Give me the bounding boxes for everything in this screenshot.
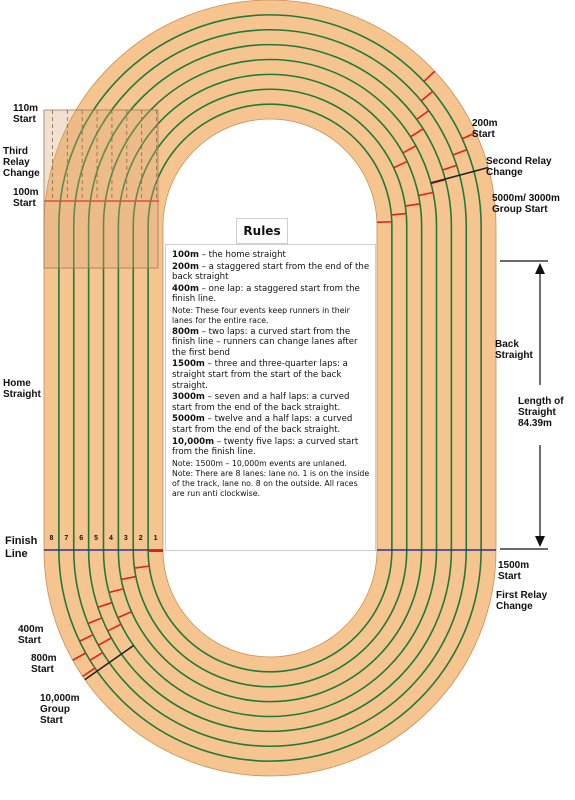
- rule-item: 10,000m – twenty five laps: a curved sta…: [172, 437, 371, 458]
- stagger-mark-relay: [423, 70, 436, 83]
- stagger-mark-relay: [420, 90, 434, 102]
- lane-number: 2: [138, 535, 143, 542]
- stagger-mark-800m: [89, 651, 104, 661]
- rule-text: – one lap: a staggered start from the fi…: [172, 283, 360, 305]
- rule-event: 100m: [172, 250, 199, 260]
- stagger-mark-800m: [107, 623, 122, 632]
- stagger-mark-relay: [402, 145, 417, 154]
- arrow-head-up: [535, 263, 545, 274]
- stagger-mark-relay: [393, 160, 408, 169]
- label-5000-3000-group-start: 5000m/ 3000m Group Start: [492, 193, 560, 215]
- lane-number: 6: [79, 535, 84, 542]
- rule-item: 3000m – seven and a half laps: a curved …: [172, 392, 371, 413]
- label-110m-start: 110m Start: [13, 103, 39, 125]
- rule-note: Note: These four events keep runners in …: [172, 305, 350, 325]
- straight-length-arrow: [500, 260, 548, 550]
- stagger-mark-relay: [410, 128, 424, 138]
- rule-item: 1500m – three and three-quarter laps: a …: [172, 359, 371, 391]
- rule-item: 200m – a staggered start from the end of…: [172, 262, 371, 283]
- label-1500m-start: 1500m Start: [498, 560, 530, 582]
- label-third-relay-change: Third Relay Change: [3, 146, 40, 179]
- rule-note: Note: There are 8 lanes: lane no. 1 is o…: [172, 469, 370, 499]
- rule-text: – two laps: a curved start from the fini…: [172, 326, 358, 358]
- stagger-mark-200m: [391, 212, 407, 216]
- label-length-of-straight: Length of Straight 84.39m: [518, 396, 564, 429]
- rule-event: 1500m: [172, 359, 205, 370]
- group-start-5000-3000: [430, 166, 489, 184]
- stagger-mark-200m: [442, 164, 457, 171]
- stagger-mark-200m: [461, 131, 477, 140]
- rule-text: – the home straight: [198, 250, 286, 260]
- stagger-mark-200m: [376, 220, 392, 224]
- rule-item: 400m – one lap: a staggered start from t…: [172, 284, 371, 305]
- start-area-shade: [43, 109, 159, 269]
- rule-text: – seven and a half laps: a curved start …: [172, 392, 350, 413]
- label-first-relay-change: First Relay Change: [496, 590, 548, 612]
- stagger-mark-400m: [121, 575, 137, 581]
- lane-number: 8: [49, 535, 54, 542]
- lane-number: 5: [94, 535, 99, 542]
- stagger-mark-800m: [82, 667, 96, 678]
- rule-event: 200m: [172, 261, 199, 272]
- label-second-relay-change: Second Relay Change: [486, 156, 552, 178]
- stagger-mark-400m: [72, 652, 87, 661]
- lane-number: 1: [153, 535, 158, 542]
- rule-text: – twelve and a half laps: a curved start…: [172, 414, 353, 435]
- rule-item: 100m – the home straight: [172, 250, 371, 261]
- stagger-mark-800m: [97, 637, 112, 646]
- rule-event: 400m: [172, 283, 199, 294]
- start-area-box: [43, 109, 159, 269]
- stagger-mark-400m: [87, 617, 103, 625]
- label-back-straight: Back Straight: [495, 339, 533, 361]
- stagger-mark-relay: [416, 109, 430, 121]
- label-100m-start: 100m Start: [13, 187, 39, 209]
- lane-number: 3: [123, 535, 128, 542]
- stagger-mark-400m: [134, 565, 150, 569]
- rule-event: 800m: [172, 326, 199, 337]
- rule-note: Note: 1500m – 10,000m events are unlaned…: [172, 458, 348, 468]
- rule-text: – three and three-quarter laps: a straig…: [172, 359, 348, 391]
- label-10000m-group-start: 10,000m Group Start: [40, 693, 80, 726]
- label-400m-start: 400m Start: [18, 624, 44, 646]
- stagger-mark-200m: [418, 191, 434, 197]
- rule-event: 10,000m: [172, 436, 215, 447]
- rules-title: Rules: [236, 218, 288, 244]
- lane-number: 4: [108, 535, 113, 542]
- arrow-head-down: [535, 536, 545, 547]
- stagger-mark-200m: [405, 203, 421, 207]
- rule-text: – a staggered start from the end of the …: [172, 261, 370, 283]
- start-marks: [44, 70, 496, 681]
- rule-event: 3000m: [172, 392, 205, 403]
- rule-item: 5000m – twelve and a half laps: a curved…: [172, 414, 371, 435]
- label-800m-start: 800m Start: [31, 653, 57, 675]
- rule-text: – twenty five laps: a curved start from …: [172, 436, 359, 458]
- label-200m-start: 200m Start: [472, 118, 498, 140]
- stagger-mark-400m: [97, 601, 113, 609]
- label-finish-line: Finish Line: [5, 535, 38, 560]
- rule-item: 800m – two laps: a curved start from the…: [172, 327, 371, 359]
- stagger-mark-800m: [117, 610, 132, 619]
- stagger-mark-400m: [108, 587, 124, 594]
- lane-number: 7: [64, 535, 69, 542]
- label-home-straight: Home Straight: [3, 378, 41, 400]
- stagger-mark-400m: [79, 634, 94, 642]
- stagger-mark-200m: [452, 148, 468, 156]
- rule-event: 5000m: [172, 414, 205, 425]
- group-start-10000m: [84, 644, 135, 681]
